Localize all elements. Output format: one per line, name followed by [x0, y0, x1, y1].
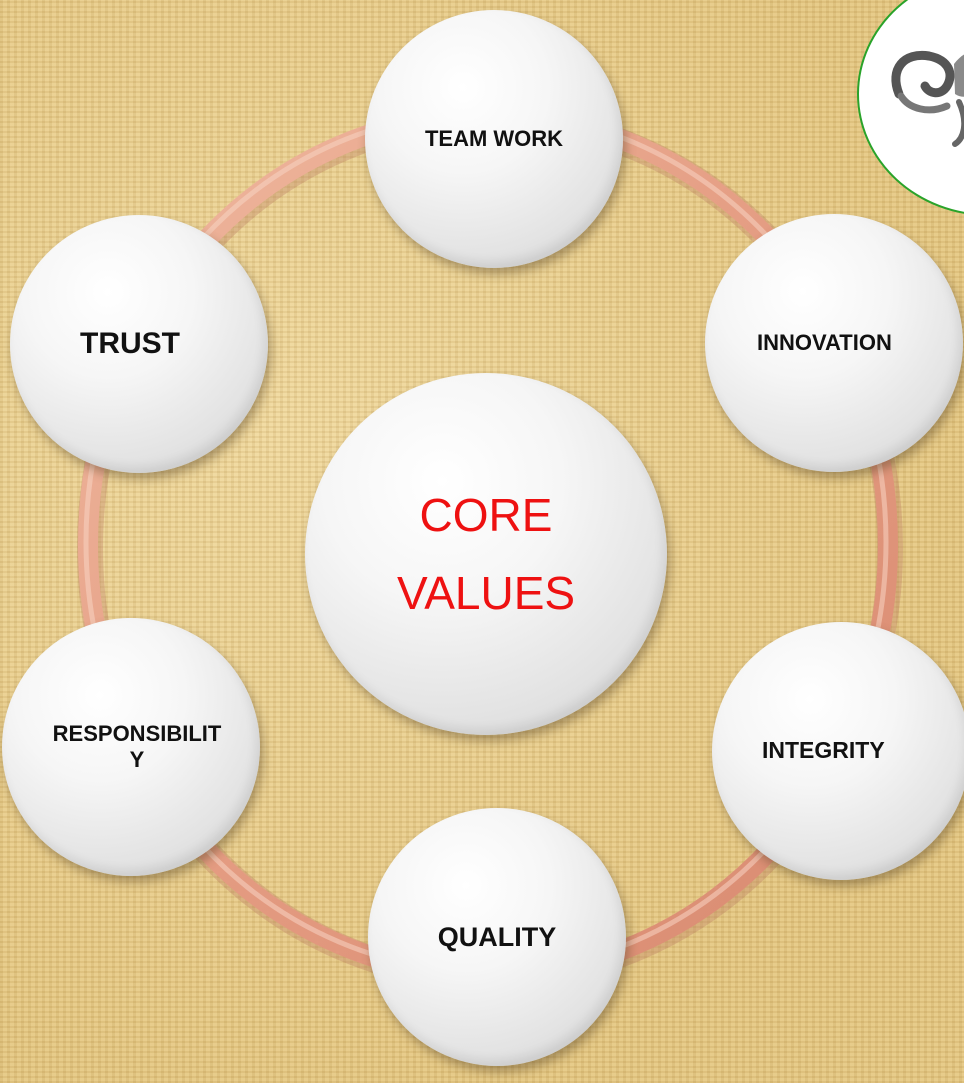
value-circle-integrity: INTEGRITY [712, 622, 964, 880]
value-circle-quality: QUALITY [368, 808, 626, 1066]
value-circle-trust: TRUST [10, 215, 268, 473]
value-label: TEAM WORK [424, 125, 564, 151]
value-circle-team-work: TEAM WORK [365, 10, 623, 268]
center-title-line-2: VALUES [396, 567, 576, 619]
value-label: INNOVATION [757, 329, 892, 355]
value-label: TRUST [80, 327, 180, 360]
value-label: QUALITY [437, 921, 557, 952]
value-label: INTEGRITY [762, 737, 885, 764]
center-circle: CORE VALUES [305, 373, 667, 735]
value-circle-responsibility: RESPONSIBILITY [2, 618, 260, 876]
value-label: RESPONSIBILITY [52, 720, 222, 772]
value-circle-innovation: INNOVATION [705, 214, 963, 472]
center-title-line-1: CORE [419, 488, 553, 541]
